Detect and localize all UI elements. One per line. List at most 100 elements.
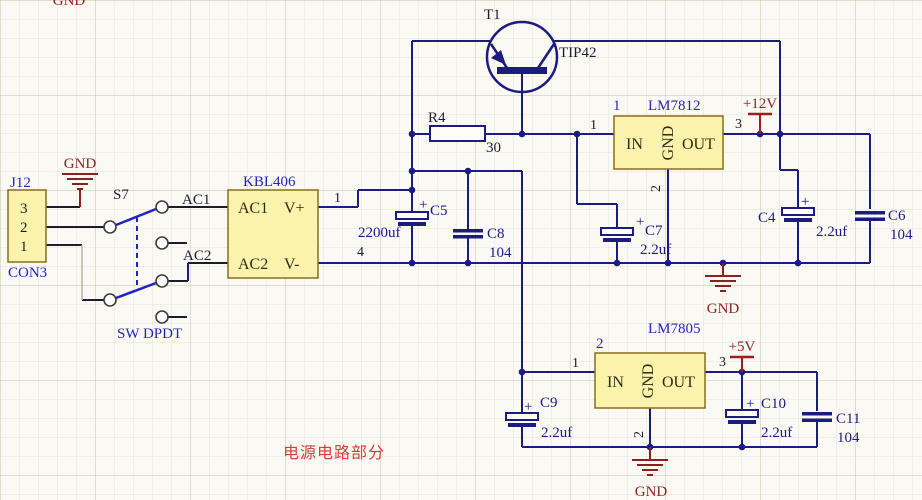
junction-dot[interactable] — [794, 259, 802, 267]
junction-dot[interactable] — [464, 259, 472, 267]
j12-pin2: 2 — [20, 220, 28, 236]
bridge-kbl406[interactable]: KBL406 AC1 V+ AC2 V- 1 4 — [227, 174, 364, 279]
switch-pole-2[interactable] — [103, 293, 117, 307]
t1-part[interactable]: TIP42 — [559, 45, 597, 61]
c9-value[interactable]: 2.2uf — [541, 425, 572, 441]
gnd-symbol-mid[interactable] — [705, 263, 741, 292]
switch-throw-1b[interactable] — [155, 236, 169, 250]
c8-value[interactable]: 104 — [489, 245, 512, 261]
c6-value[interactable]: 104 — [890, 227, 913, 243]
regulator-lm7805[interactable]: 2 LM7805 IN GND OUT 1 3 2 — [572, 321, 726, 438]
c9-plate-top — [505, 412, 539, 421]
c10-value[interactable]: 2.2uf — [761, 425, 792, 441]
gnd-label-top-clipped[interactable]: GND — [53, 0, 86, 9]
c9-ref[interactable]: C9 — [540, 395, 558, 411]
cap-c7[interactable]: + C7 2.2uf — [600, 214, 671, 258]
lm7805-pin1-number: 1 — [572, 356, 579, 371]
gnd-label-j12[interactable]: GND — [64, 156, 97, 172]
resistor-r4[interactable]: R4 30 — [428, 110, 501, 156]
j12-footprint[interactable]: CON3 — [8, 265, 47, 281]
switch-throw-2a[interactable] — [155, 274, 169, 288]
gnd-symbol-bottom[interactable] — [632, 447, 668, 476]
c11-ref[interactable]: C11 — [836, 411, 860, 427]
switch-blade-2[interactable] — [115, 281, 157, 300]
gnd-symbol-j12[interactable] — [62, 173, 98, 207]
power-port-5v[interactable]: +5V — [729, 339, 756, 372]
t1-designator[interactable]: T1 — [484, 7, 501, 23]
c4-plate-bottom — [784, 218, 812, 222]
s7-designator[interactable]: S7 — [113, 187, 129, 203]
cap-c11[interactable]: C11 104 — [802, 411, 860, 446]
c5-plate-bottom — [398, 222, 426, 226]
j12-pin1: 1 — [20, 239, 28, 255]
r4-body[interactable] — [429, 125, 486, 142]
j12-body[interactable] — [7, 189, 47, 263]
junction-dot[interactable] — [573, 130, 581, 138]
junction-dot[interactable] — [613, 259, 621, 267]
junction-dot[interactable] — [408, 167, 416, 175]
gnd-label-mid[interactable]: GND — [707, 301, 740, 317]
c6-plate-top — [855, 211, 885, 215]
junction-dot[interactable] — [408, 186, 416, 194]
cap-c10[interactable]: + C10 2.2uf — [725, 396, 792, 441]
lm7812-out-label: OUT — [682, 136, 715, 153]
cap-c8[interactable]: C8 104 — [453, 226, 512, 261]
r4-designator[interactable]: R4 — [428, 110, 446, 126]
r4-value[interactable]: 30 — [486, 140, 501, 156]
c10-ref[interactable]: C10 — [761, 396, 786, 412]
switch-throw-1a[interactable] — [155, 200, 169, 214]
regulator-lm7812[interactable]: 1 LM7812 IN GND OUT 1 3 2 — [590, 98, 742, 192]
c4-value[interactable]: 2.2uf — [816, 224, 847, 240]
junction-dot[interactable] — [664, 259, 672, 267]
lm7805-designator[interactable]: 2 — [596, 336, 604, 352]
t1-body[interactable] — [485, 20, 559, 94]
kbl406-pin-ac2: AC2 — [238, 256, 268, 273]
net-label-12v[interactable]: +12V — [743, 96, 777, 112]
lm7805-body[interactable] — [594, 352, 706, 409]
junction-dot[interactable] — [518, 368, 526, 376]
c5-value[interactable]: 2200uf — [358, 225, 401, 241]
cap-c9[interactable]: + C9 2.2uf — [505, 395, 572, 441]
cap-c4[interactable]: + C4 2.2uf — [758, 194, 847, 240]
transistor-t1[interactable]: T1 TIP42 — [484, 7, 597, 94]
s7-type[interactable]: SW DPDT — [117, 326, 182, 342]
c6-ref[interactable]: C6 — [888, 208, 906, 224]
junction-dot[interactable] — [464, 167, 472, 175]
power-port-12v[interactable]: +12V — [743, 96, 777, 134]
c4-plate-top — [781, 207, 815, 216]
lm7805-name[interactable]: LM7805 — [648, 321, 701, 337]
lm7812-designator[interactable]: 1 — [613, 98, 621, 114]
c8-ref[interactable]: C8 — [487, 226, 505, 242]
net-label-5v[interactable]: +5V — [729, 339, 756, 355]
switch-throw-2b[interactable] — [155, 310, 169, 324]
c7-value[interactable]: 2.2uf — [640, 242, 671, 258]
cap-c5[interactable]: + C5 2200uf — [358, 197, 448, 241]
kbl406-body[interactable] — [227, 189, 319, 279]
lm7812-body[interactable] — [613, 115, 724, 170]
cap-c6[interactable]: C6 104 — [855, 208, 913, 243]
c5-ref[interactable]: C5 — [430, 203, 448, 219]
switch-s7[interactable]: S7 SW DPDT — [103, 187, 182, 342]
junction-dot[interactable] — [408, 130, 416, 138]
kbl406-pin-ac1: AC1 — [238, 200, 268, 217]
lm7805-in-label: IN — [607, 374, 624, 391]
junction-dot[interactable] — [776, 130, 784, 138]
kbl406-name[interactable]: KBL406 — [243, 174, 296, 190]
net-label-ac1[interactable]: AC1 — [182, 192, 210, 208]
switch-pole-1[interactable] — [103, 220, 117, 234]
lm7812-name[interactable]: LM7812 — [648, 98, 701, 114]
kbl406-pin-vplus: V+ — [284, 200, 305, 217]
j12-designator[interactable]: J12 — [10, 175, 31, 191]
net-label-ac2[interactable]: AC2 — [183, 248, 211, 264]
c4-ref[interactable]: C4 — [758, 210, 776, 226]
c11-value[interactable]: 104 — [837, 430, 860, 446]
connector-j12[interactable]: J12 CON3 3 2 1 — [7, 175, 47, 281]
junction-dot[interactable] — [738, 443, 746, 451]
gnd-label-bottom[interactable]: GND — [635, 484, 668, 500]
section-caption[interactable]: 电源电路部分 — [283, 444, 385, 462]
c7-ref[interactable]: C7 — [645, 223, 663, 239]
junction-dot[interactable] — [518, 130, 526, 138]
lm7805-pin3-number: 3 — [719, 355, 726, 370]
junction-dot[interactable] — [408, 259, 416, 267]
